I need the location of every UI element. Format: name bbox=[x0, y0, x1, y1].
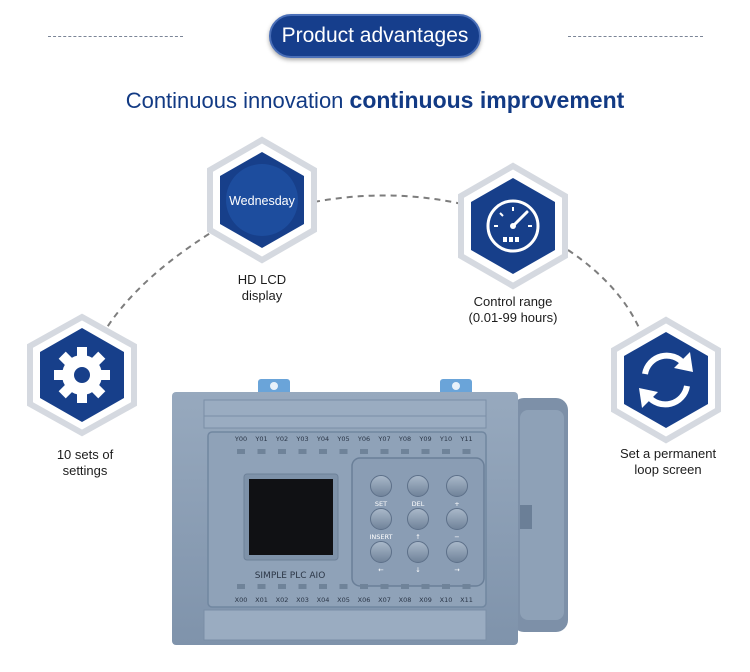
gauge-icon bbox=[486, 199, 540, 253]
output-terminal-led bbox=[421, 449, 430, 454]
output-terminal-label: Y06 bbox=[357, 435, 370, 443]
header-left-rule bbox=[48, 36, 183, 37]
keypad-button[interactable] bbox=[446, 541, 468, 563]
header-right-rule bbox=[568, 36, 703, 37]
headline-light: Continuous innovation bbox=[125, 88, 344, 113]
input-terminal-led bbox=[339, 584, 348, 589]
feature-hex-loop bbox=[611, 316, 721, 444]
output-terminal-led bbox=[237, 449, 245, 454]
input-terminal-label: X05 bbox=[337, 596, 350, 604]
feature-label-settings: 10 sets of settings bbox=[56, 447, 114, 478]
keypad-button[interactable] bbox=[370, 508, 392, 530]
feature-label-lcd: HD LCD display bbox=[237, 272, 287, 303]
input-terminal-label: X03 bbox=[296, 596, 309, 604]
keypad-button-label: DEL bbox=[412, 500, 425, 508]
keypad-button-label: ← bbox=[378, 566, 384, 574]
output-terminal-label: Y05 bbox=[336, 435, 349, 443]
keypad-button-label: INSERT bbox=[369, 533, 392, 541]
input-terminal-led bbox=[319, 584, 327, 589]
input-terminal-led bbox=[237, 584, 245, 589]
input-terminal-label: X00 bbox=[235, 596, 248, 604]
output-terminal-led bbox=[298, 449, 307, 454]
output-terminal-led bbox=[462, 449, 471, 454]
output-terminal-label: Y03 bbox=[295, 435, 308, 443]
refresh-icon bbox=[642, 352, 690, 408]
input-terminal-led bbox=[462, 584, 471, 589]
headline-bold: continuous improvement bbox=[349, 87, 625, 113]
feature-label-loop: Set a permanent loop screen bbox=[619, 446, 717, 477]
keypad-button-label: SET bbox=[375, 500, 387, 508]
lcd-day-text: Wednesday bbox=[229, 194, 296, 208]
keypad-button-label: ↓ bbox=[415, 566, 420, 574]
input-terminal-led bbox=[360, 584, 368, 589]
keypad-button-label: + bbox=[454, 500, 459, 508]
feature-hex-settings bbox=[27, 313, 137, 437]
input-terminal-led bbox=[380, 584, 389, 589]
output-terminal-led bbox=[360, 449, 368, 454]
output-terminal-led bbox=[257, 449, 266, 454]
connecting-arc-right bbox=[567, 249, 641, 331]
input-terminal-label: X07 bbox=[378, 596, 391, 604]
keypad-button-label: ↑ bbox=[415, 533, 420, 541]
connecting-arc bbox=[91, 231, 213, 356]
input-terminal-label: X09 bbox=[419, 596, 432, 604]
device-brand: SIMPLE PLC AIO bbox=[255, 571, 326, 581]
feature-hex-lcd: Wednesday bbox=[207, 136, 317, 264]
feature-label-control: Control range (0.01-99 hours) bbox=[468, 294, 558, 325]
keypad-button[interactable] bbox=[407, 508, 429, 530]
input-terminal-led bbox=[298, 584, 307, 589]
output-terminal-led bbox=[339, 449, 348, 454]
input-terminal-led bbox=[401, 584, 409, 589]
input-terminal-label: X01 bbox=[255, 596, 268, 604]
gear-icon bbox=[54, 347, 110, 403]
headline: Continuous innovation continuous improve… bbox=[0, 87, 750, 114]
top-terminal-row: Y00 Y01 Y02 Y03 Y04 Y05 Y06 Y07 Y08 Y09 Y10 Y11 bbox=[234, 435, 473, 454]
keypad-button[interactable] bbox=[446, 475, 468, 497]
keypad-button[interactable] bbox=[446, 508, 468, 530]
connecting-arc-top bbox=[313, 194, 463, 205]
output-terminal-led bbox=[319, 449, 327, 454]
product-advantages-badge: Product advantages bbox=[269, 14, 481, 58]
keypad-button[interactable] bbox=[370, 475, 392, 497]
output-terminal-label: Y07 bbox=[377, 435, 390, 443]
input-terminal-label: X04 bbox=[317, 596, 330, 604]
feature-hex-control bbox=[458, 162, 568, 290]
keypad-button-label: − bbox=[454, 533, 459, 541]
keypad-button[interactable] bbox=[370, 541, 392, 563]
output-terminal-label: Y09 bbox=[418, 435, 431, 443]
output-terminal-label: Y00 bbox=[234, 435, 247, 443]
bottom-terminal-row: X00 X01 X02 X03 X04 X05 X06 X07 X08 X09 X10 X11 bbox=[235, 584, 473, 604]
output-terminal-led bbox=[278, 449, 286, 454]
output-terminal-label: Y02 bbox=[275, 435, 288, 443]
keypad-button[interactable] bbox=[407, 541, 429, 563]
input-terminal-label: X10 bbox=[440, 596, 453, 604]
plc-device: SIMPLE PLC AIO SET DEL + INSERT ↑ − ← ↓ → Y00 Y01… bbox=[172, 379, 568, 645]
input-terminal-label: X02 bbox=[276, 596, 289, 604]
output-terminal-led bbox=[380, 449, 389, 454]
input-terminal-label: X11 bbox=[460, 596, 473, 604]
input-terminal-led bbox=[257, 584, 266, 589]
output-terminal-led bbox=[442, 449, 450, 454]
output-terminal-label: Y01 bbox=[254, 435, 267, 443]
input-terminal-led bbox=[442, 584, 450, 589]
input-terminal-led bbox=[421, 584, 430, 589]
input-terminal-label: X08 bbox=[399, 596, 412, 604]
output-terminal-label: Y11 bbox=[459, 435, 472, 443]
output-terminal-label: Y08 bbox=[398, 435, 411, 443]
output-terminal-led bbox=[401, 449, 409, 454]
keypad: SET DEL + INSERT ↑ − ← ↓ → bbox=[369, 475, 468, 574]
output-terminal-label: Y10 bbox=[439, 435, 452, 443]
output-terminal-label: Y04 bbox=[316, 435, 329, 443]
input-terminal-led bbox=[278, 584, 286, 589]
keypad-button[interactable] bbox=[407, 475, 429, 497]
keypad-button-label: → bbox=[454, 566, 460, 574]
input-terminal-label: X06 bbox=[358, 596, 371, 604]
